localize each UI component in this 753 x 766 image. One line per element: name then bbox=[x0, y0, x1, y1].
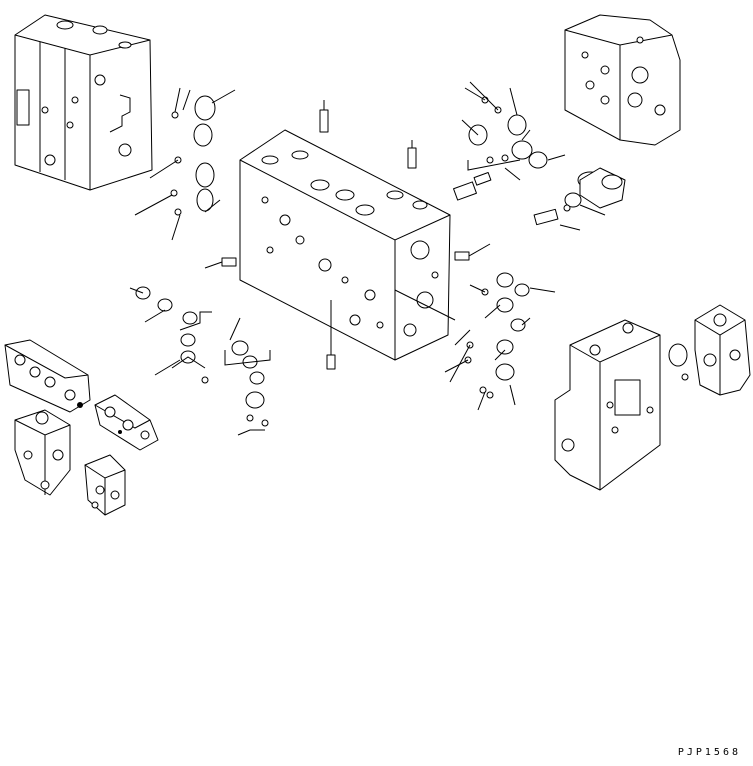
valve-section-bottom-right bbox=[555, 320, 660, 490]
spool-middle bbox=[534, 209, 558, 224]
valve-end-block-top-right bbox=[565, 15, 680, 145]
seal-kit-left-top bbox=[135, 88, 235, 240]
flange-bottom-right bbox=[695, 305, 750, 395]
valve-section-bottom-left-3 bbox=[95, 395, 158, 450]
cap-cylinder bbox=[578, 168, 625, 208]
plug-top bbox=[320, 100, 328, 132]
valve-section-bottom-left-2 bbox=[15, 410, 70, 495]
seal-kit-right-top bbox=[462, 82, 565, 180]
spool-upper bbox=[454, 173, 491, 201]
main-valve-body bbox=[240, 130, 450, 360]
fitting-right bbox=[455, 244, 490, 260]
seal-kit-left-bottom bbox=[130, 287, 270, 435]
valve-section-bottom-left-4 bbox=[85, 455, 125, 515]
valve-section-top-left bbox=[15, 15, 152, 190]
seal-kit-right-middle bbox=[560, 193, 605, 230]
valve-section-bottom-left-1 bbox=[5, 340, 90, 412]
o-ring-bottom-right bbox=[669, 344, 688, 380]
drawing-code-label: PJP1568 bbox=[677, 747, 741, 758]
fitting-left bbox=[205, 258, 236, 268]
plug-top-right bbox=[408, 140, 416, 168]
plug-bottom bbox=[327, 300, 335, 369]
seal-kit-right-bottom bbox=[395, 273, 555, 410]
